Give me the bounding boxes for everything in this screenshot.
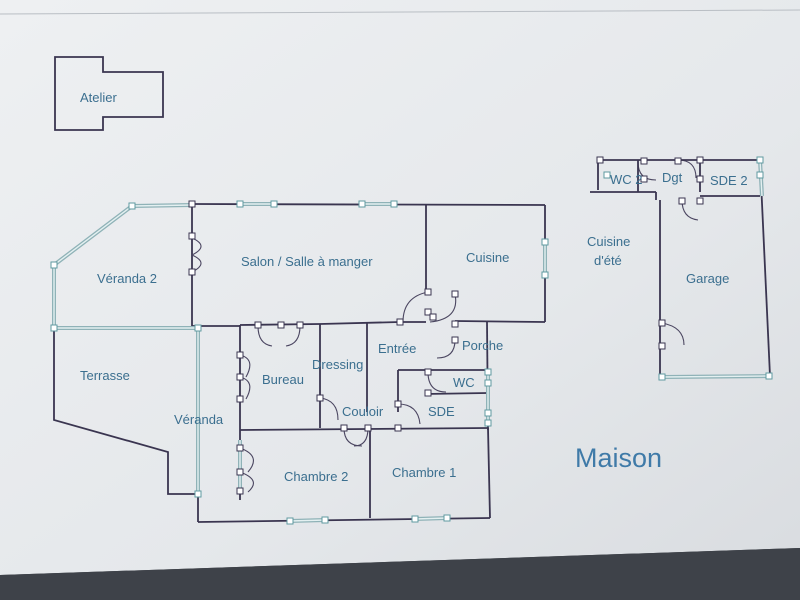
room-label-entree: Entrée bbox=[378, 341, 416, 356]
bottom-dark-region bbox=[0, 548, 800, 600]
room-label-porche: Porche bbox=[462, 338, 503, 353]
paper-sheet bbox=[0, 0, 800, 575]
room-label-dressing: Dressing bbox=[312, 357, 363, 372]
room-label-bureau: Bureau bbox=[262, 372, 304, 387]
room-label-salon: Salon / Salle à manger bbox=[241, 254, 373, 269]
room-label-veranda-2: Véranda 2 bbox=[97, 271, 157, 286]
room-label-terrasse: Terrasse bbox=[80, 368, 130, 383]
annex-nodes bbox=[596, 156, 773, 381]
room-label-sde: SDE bbox=[428, 404, 455, 419]
room-label-dgt: Dgt bbox=[662, 170, 683, 185]
plan-title: Maison bbox=[575, 443, 662, 473]
room-label-cuisine-ete-line1: Cuisine bbox=[587, 234, 630, 249]
room-label-atelier: Atelier bbox=[80, 90, 118, 105]
room-label-chambre-2: Chambre 2 bbox=[284, 469, 348, 484]
room-label-wc-2: WC 2 bbox=[610, 172, 643, 187]
room-label-garage: Garage bbox=[686, 271, 729, 286]
room-label-chambre-1: Chambre 1 bbox=[392, 465, 456, 480]
room-label-sde-2: SDE 2 bbox=[710, 173, 748, 188]
room-label-cuisine-ete-line2: d'été bbox=[594, 253, 622, 268]
room-label-couloir: Couloir bbox=[342, 404, 384, 419]
room-label-cuisine: Cuisine bbox=[466, 250, 509, 265]
room-label-veranda: Véranda bbox=[174, 412, 224, 427]
veranda-terrasse-walls bbox=[52, 203, 200, 495]
room-label-wc: WC bbox=[453, 375, 475, 390]
page-top-edge bbox=[0, 9, 800, 15]
plan-nodes bbox=[50, 200, 549, 525]
atelier-outline bbox=[54, 56, 164, 131]
